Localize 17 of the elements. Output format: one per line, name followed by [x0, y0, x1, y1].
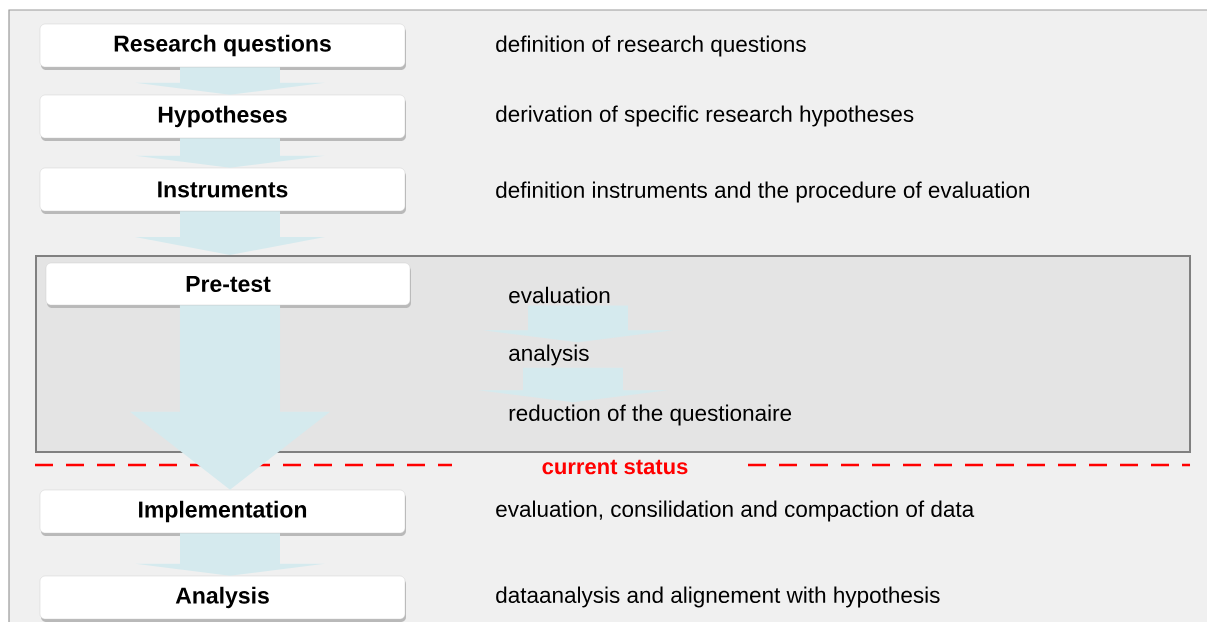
description-text: definition of research questions	[496, 35, 806, 57]
step-box: Instruments	[39, 167, 406, 214]
status-label: current status	[542, 459, 688, 475]
step-box: Implementation	[39, 489, 406, 536]
step-box: Research questions	[39, 23, 406, 70]
description-text: definition instruments and the procedure of evaluation	[496, 181, 1029, 203]
step-text: reduction of the questionaire	[509, 404, 792, 426]
description-text: dataanalysis and alignement with hypothesis	[496, 586, 940, 608]
description-text: evaluation, consilidation and compaction of data	[496, 500, 975, 522]
block-arrow	[129, 305, 331, 490]
description-text: derivation of specific research hypotheses	[496, 105, 914, 127]
step-box: Analysis	[39, 575, 406, 622]
step-box: Hypotheses	[39, 94, 406, 141]
step-text: evaluation	[509, 286, 610, 304]
block-arrow	[135, 211, 325, 255]
step-text: analysis	[509, 344, 589, 366]
step-box: Pre-test	[45, 262, 411, 308]
